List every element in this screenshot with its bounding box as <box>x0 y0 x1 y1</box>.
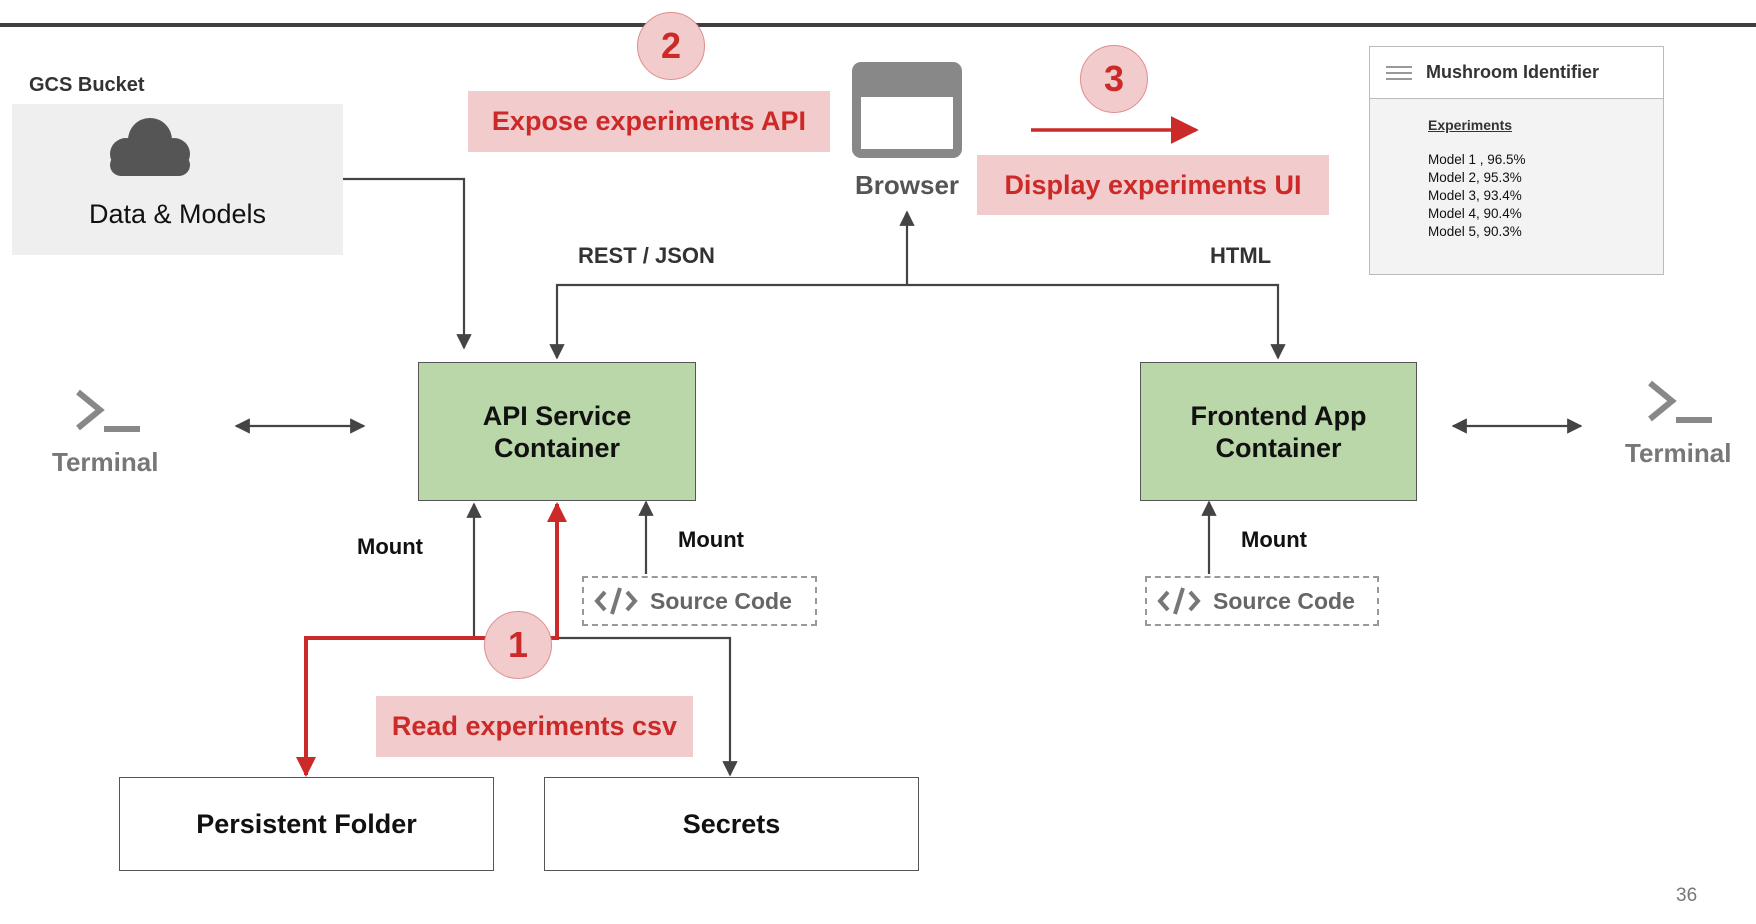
terminal-right-label: Terminal <box>1625 438 1732 468</box>
frontend-source-code-box[interactable]: Source Code <box>1145 576 1379 626</box>
secrets-connector-arrow <box>557 636 738 777</box>
step-2-badge: 2 <box>637 12 705 80</box>
step-3-badge: 3 <box>1080 45 1148 113</box>
rest-json-label: REST / JSON <box>578 243 715 268</box>
api-source-code-box[interactable]: Source Code <box>582 576 817 626</box>
experiment-row: Model 1 , 96.5% <box>1428 152 1526 167</box>
frontend-app-container[interactable]: Frontend App Container <box>1140 362 1417 501</box>
step-1-label: Read experiments csv <box>376 696 693 757</box>
frontend-container-line2: Container <box>1215 432 1342 463</box>
rest-connector-arrow <box>549 283 907 360</box>
read-experiments-red-arrow <box>296 502 567 777</box>
cloud-icon <box>110 118 190 176</box>
top-rule <box>0 23 1756 27</box>
mount-label-left: Mount <box>357 534 423 559</box>
mount-label-frontend-source: Mount <box>1241 527 1307 552</box>
mockup-header: Mushroom Identifier <box>1370 47 1663 99</box>
terminal-left-label: Terminal <box>52 447 159 477</box>
source-code-label: Source Code <box>650 587 792 614</box>
browser-window-icon <box>852 62 962 158</box>
terminal-icon <box>1648 380 1712 423</box>
experiment-row: Model 5, 90.3% <box>1428 224 1522 239</box>
terminal-icon <box>76 389 140 432</box>
gcs-bucket-label: GCS Bucket <box>29 74 145 96</box>
experiment-row: Model 3, 93.4% <box>1428 188 1522 203</box>
hamburger-menu-icon[interactable] <box>1386 65 1412 81</box>
secrets-box[interactable]: Secrets <box>544 777 919 871</box>
api-container-line1: API Service <box>482 400 632 431</box>
app-mockup[interactable]: Mushroom Identifier Experiments Model 1 … <box>1369 46 1664 275</box>
page-number: 36 <box>1676 885 1698 906</box>
mockup-body: Experiments Model 1 , 96.5% Model 2, 95.… <box>1370 99 1663 241</box>
step-2-label: Expose experiments API <box>468 91 830 152</box>
browser-label: Browser <box>855 170 960 200</box>
html-connector-arrow <box>907 283 1286 360</box>
html-label: HTML <box>1210 243 1272 268</box>
experiment-row: Model 4, 90.4% <box>1428 206 1522 221</box>
code-icon <box>1157 587 1201 615</box>
api-container-line2: Container <box>493 432 620 463</box>
mockup-title: Mushroom Identifier <box>1426 62 1600 82</box>
step-1-badge: 1 <box>484 611 552 679</box>
api-service-container[interactable]: API Service Container <box>418 362 696 501</box>
frontend-container-line1: Frontend App <box>1190 400 1367 431</box>
gcs-to-api-arrow <box>343 177 472 350</box>
mockup-section-title: Experiments <box>1428 117 1513 133</box>
gcs-bucket-text: Data & Models <box>88 199 267 229</box>
mount-label-api-source: Mount <box>678 527 744 552</box>
code-icon <box>594 587 638 615</box>
experiment-row: Model 2, 95.3% <box>1428 170 1522 185</box>
persistent-folder-box[interactable]: Persistent Folder <box>119 777 494 871</box>
gcs-bucket-box[interactable] <box>12 104 343 255</box>
step-3-label: Display experiments UI <box>977 155 1329 215</box>
source-code-label: Source Code <box>1213 587 1355 614</box>
